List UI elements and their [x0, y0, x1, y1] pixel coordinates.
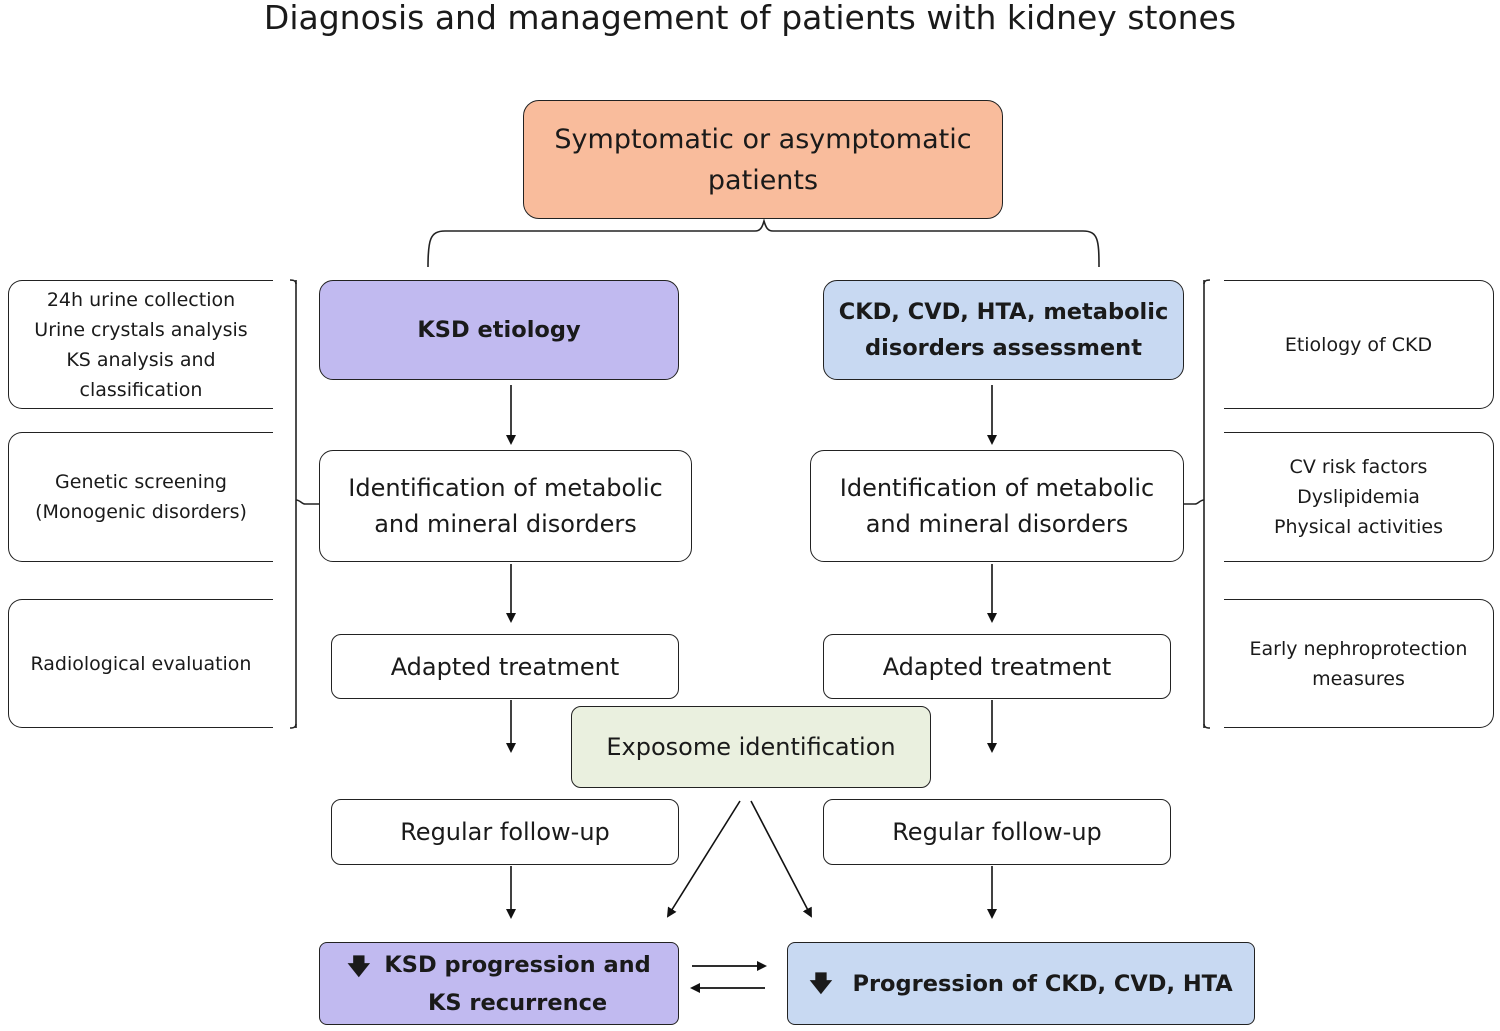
- top-bracket: [427, 218, 1100, 268]
- left-side-item: Genetic screening (Monogenic disorders): [8, 432, 273, 562]
- ksd-outcome-label: KSD progression and KS recurrence: [384, 951, 651, 1016]
- right-side-item: Early nephroprotection measures: [1224, 599, 1494, 728]
- left-followup-label: Regular follow-up: [400, 818, 610, 846]
- left-followup-box: Regular follow-up: [331, 799, 679, 865]
- ksd-etiology-box: KSD etiology: [319, 280, 679, 380]
- right-identification-box: Identification of metabolic and mineral …: [810, 450, 1184, 562]
- right-treatment-label: Adapted treatment: [882, 652, 1112, 681]
- ksd-etiology-label: KSD etiology: [417, 317, 581, 343]
- right-identification-label: Identification of metabolic and mineral …: [839, 474, 1155, 538]
- patients-box: Symptomatic or asymptomatic patients: [523, 100, 1003, 219]
- left-treatment-box: Adapted treatment: [331, 634, 679, 699]
- left-identification-label: Identification of metabolic and mineral …: [348, 474, 663, 538]
- ckd-outcome-box: 🡇 Progression of CKD, CVD, HTA: [787, 942, 1255, 1025]
- right-side-item: Etiology of CKD: [1224, 280, 1494, 409]
- right-side-item: CV risk factors Dyslipidemia Physical ac…: [1224, 432, 1494, 562]
- arrow-exposome-left: [666, 800, 741, 918]
- right-treatment-box: Adapted treatment: [823, 634, 1171, 699]
- right-followup-box: Regular follow-up: [823, 799, 1171, 865]
- ckd-assessment-box: CKD, CVD, HTA, metabolic disorders asses…: [823, 280, 1184, 380]
- patients-label: Symptomatic or asymptomatic patients: [554, 123, 972, 196]
- ksd-outcome-box: 🡇 KSD progression and KS recurrence: [319, 942, 679, 1025]
- left-identification-box: Identification of metabolic and mineral …: [319, 450, 692, 562]
- exposome-box: Exposome identification: [571, 706, 931, 788]
- arrow-exposome-right: [750, 800, 812, 918]
- ckd-outcome-label: Progression of CKD, CVD, HTA: [852, 970, 1233, 997]
- diagram-title: Diagnosis and management of patients wit…: [263, 0, 1237, 37]
- left-side-item: Radiological evaluation: [8, 599, 273, 728]
- ckd-assessment-label: CKD, CVD, HTA, metabolic disorders asses…: [838, 299, 1169, 361]
- down-arrow-icon: 🡇: [347, 954, 371, 980]
- right-followup-label: Regular follow-up: [892, 818, 1102, 846]
- exposome-label: Exposome identification: [606, 733, 896, 761]
- left-side-item: 24h urine collection Urine crystals anal…: [8, 280, 273, 409]
- left-treatment-label: Adapted treatment: [390, 652, 620, 681]
- down-arrow-icon: 🡇: [809, 970, 833, 997]
